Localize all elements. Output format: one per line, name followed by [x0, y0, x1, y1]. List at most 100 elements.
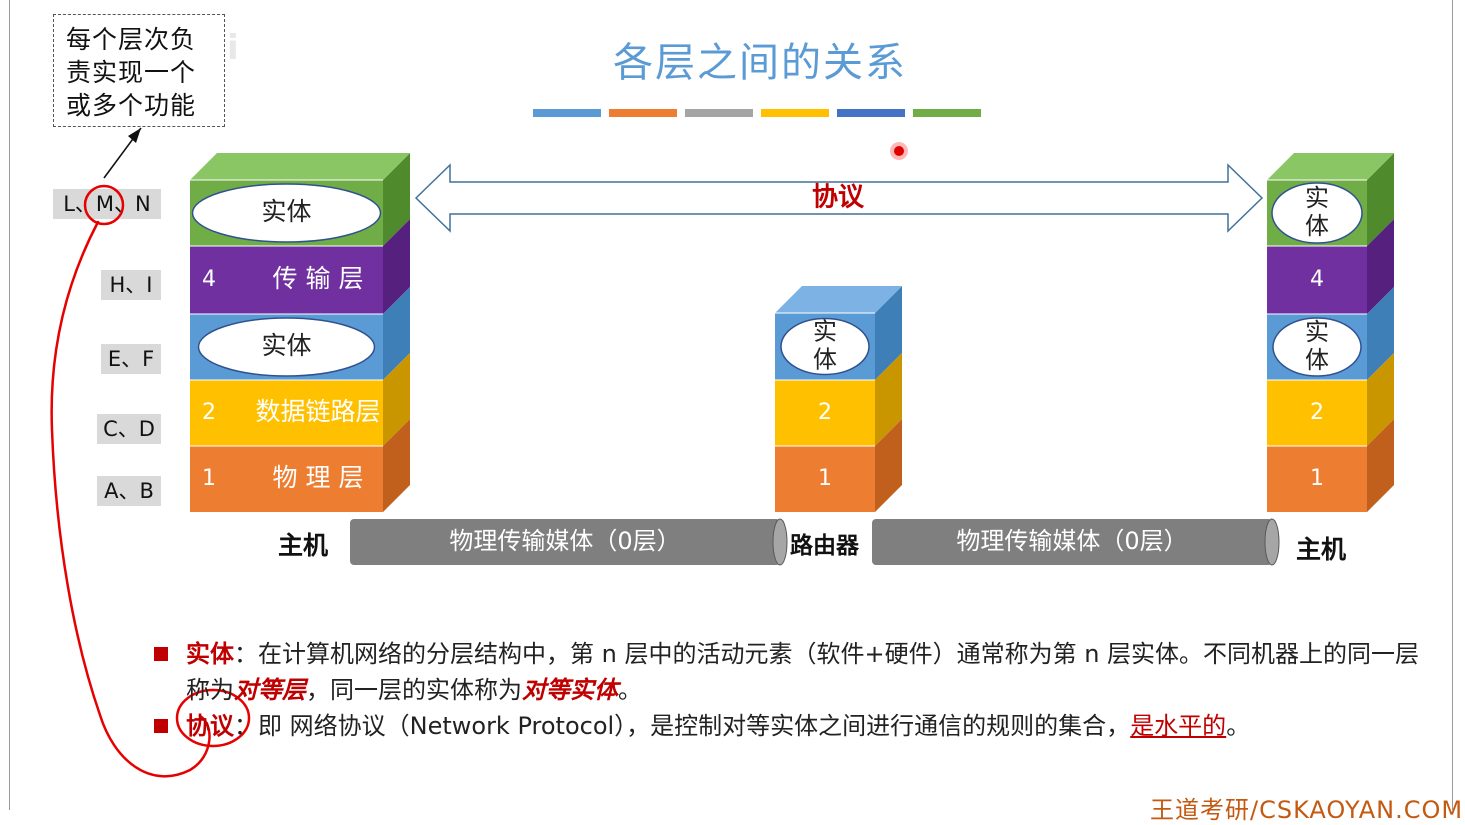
layer-pair-label: L、M、N	[53, 189, 161, 219]
protocol-double-arrow	[414, 163, 1264, 233]
bullet-icon	[154, 647, 168, 661]
entity-text-2: ，同一层的实体称为	[306, 676, 522, 704]
right-host-stack	[1267, 153, 1394, 512]
entity-label: 实体	[261, 197, 311, 226]
cylinder-end	[1264, 518, 1280, 566]
layer-side	[1367, 287, 1394, 380]
title-accent-segment	[533, 109, 601, 117]
entity-ellipse	[1271, 182, 1363, 244]
media-label: 物理传输媒体（0层）	[956, 527, 1187, 555]
protocol-text-2: 。	[1226, 712, 1251, 740]
layer-number: 1	[818, 466, 832, 491]
entity-label: 实体	[1305, 184, 1329, 240]
entity-ellipse	[191, 183, 382, 243]
protocol-definition: 协议：即 网络协议（Network Protocol），是控制对等实体之间进行通…	[150, 708, 1420, 744]
title-accent-segment	[609, 109, 677, 117]
title-accent-segment	[761, 109, 829, 117]
layer-number: 2	[818, 400, 832, 425]
layer-number: 1	[1310, 466, 1324, 491]
layer-top	[775, 286, 902, 313]
entity-label: 实体	[813, 318, 837, 374]
left-host-caption: 主机	[278, 531, 329, 560]
media-cylinder-left	[350, 518, 788, 566]
layer-name: 物 理 层	[273, 463, 364, 492]
cylinder-end	[772, 518, 788, 566]
layer-side	[383, 287, 410, 380]
bullet-icon	[154, 719, 168, 733]
protocol-label: 协议	[812, 183, 865, 213]
layer-side	[1367, 353, 1394, 446]
handwritten-circle-m	[83, 184, 125, 226]
layer-number: 4	[1310, 267, 1324, 292]
layer-number: 2	[202, 400, 216, 425]
title-accent-segment	[913, 109, 981, 117]
layer-top	[1267, 153, 1394, 180]
layer-side	[383, 353, 410, 446]
layer-top	[190, 153, 410, 180]
entity-label: 实体	[261, 331, 311, 360]
annotation-arrow-head	[128, 128, 141, 143]
entity-label: 实体	[1305, 318, 1329, 374]
entity-ellipse	[780, 317, 870, 376]
layer-front	[775, 446, 875, 512]
title-accent-segment	[837, 109, 905, 117]
layer-pair-label: A、B	[97, 476, 161, 506]
cylinder-body	[350, 519, 780, 565]
layer-side	[1367, 219, 1394, 314]
footer-brand: 王道考研/CSKAOYAN.COM	[1150, 796, 1464, 824]
layer-front	[190, 246, 383, 314]
layer-name: 传 输 层	[273, 264, 364, 293]
cylinder-body	[872, 519, 1272, 565]
left-border	[9, 0, 10, 810]
horizontal-term: 是水平的	[1130, 712, 1227, 740]
left-host-stack	[190, 153, 410, 512]
slide-title: 各层之间的关系	[613, 40, 907, 86]
entity-ellipse	[1272, 317, 1362, 377]
protocol-text: ：即 网络协议（Network Protocol），是控制对等实体之间进行通信的…	[234, 712, 1131, 740]
layer-number: 1	[202, 466, 216, 491]
layer-front	[190, 446, 383, 512]
layer-side	[1367, 153, 1394, 246]
entity-definition: 实体：在计算机网络的分层结构中，第 n 层中的活动元素（软件+硬件）通常称为第 …	[150, 636, 1420, 708]
note-line: 每个层次负	[66, 25, 197, 54]
media-label: 物理传输媒体（0层）	[449, 527, 680, 555]
layer-side	[383, 153, 410, 246]
router-caption: 路由器	[790, 533, 859, 559]
title-accent-segment	[685, 109, 753, 117]
entity-text: ：在计算机网络的分层结构中，第 n 层中的活动元素（软件+硬件）通常称为第 n …	[186, 640, 1420, 704]
function-note-box: 每个层次负 责实现一个 或多个功能	[53, 14, 225, 127]
peer-entity-term: 对等实体	[522, 676, 618, 704]
layer-side	[875, 353, 902, 446]
layer-front	[1267, 246, 1367, 314]
layer-number: 2	[1310, 400, 1324, 425]
laser-pointer-dot	[894, 146, 904, 156]
layer-front	[1267, 380, 1367, 446]
definitions: 实体：在计算机网络的分层结构中，第 n 层中的活动元素（软件+硬件）通常称为第 …	[150, 636, 1420, 744]
right-host-caption: 主机	[1296, 535, 1347, 564]
layer-side	[383, 219, 410, 314]
note-line: 责实现一个	[66, 58, 197, 87]
router-stack	[775, 286, 902, 512]
layer-number: 4	[202, 267, 216, 292]
entity-term: 实体	[186, 640, 234, 668]
layer-pair-label: E、F	[101, 344, 161, 374]
protocol-term: 协议	[186, 712, 234, 740]
layer-front	[190, 380, 383, 446]
right-border	[1452, 0, 1453, 810]
layer-pair-label: H、I	[101, 270, 161, 300]
layer-name: 数据链路层	[255, 397, 380, 426]
layer-pair-label: C、D	[97, 414, 161, 444]
peer-layer-term: 对等层	[234, 676, 306, 704]
layer-front	[1267, 446, 1367, 512]
layer-side	[875, 286, 902, 380]
handwritten-curve	[50, 220, 211, 778]
layer-side	[383, 419, 410, 512]
layer-front	[775, 380, 875, 446]
media-cylinder-right	[872, 518, 1280, 566]
layer-side	[875, 419, 902, 512]
handwritten-circle-protocol	[175, 688, 251, 748]
entity-ellipse	[197, 317, 376, 377]
layer-side	[1367, 419, 1394, 512]
entity-text-3: 。	[618, 676, 642, 704]
